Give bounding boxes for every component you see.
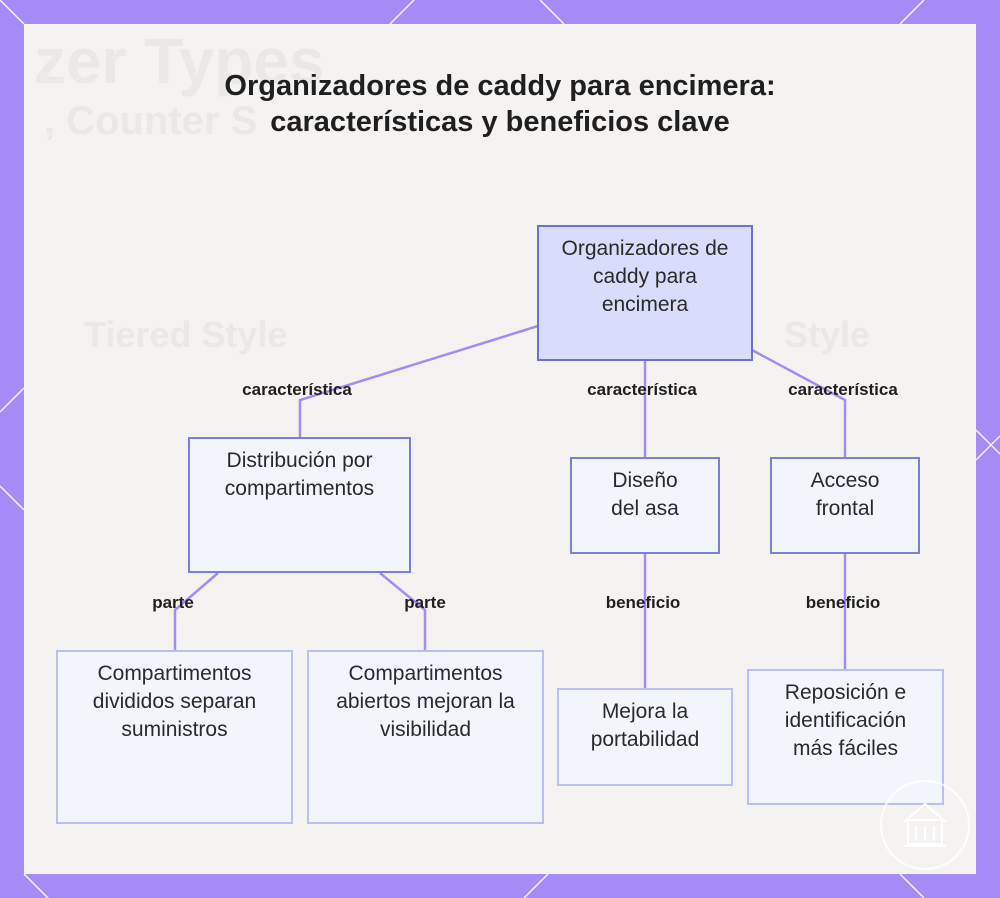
edge-label-root-front: característica bbox=[788, 380, 898, 399]
node-handle: Diseño del asa bbox=[570, 457, 720, 554]
edge-label-compartments-open: parte bbox=[404, 593, 446, 612]
node-front: Acceso frontal bbox=[770, 457, 920, 554]
background-watermark: Style bbox=[784, 314, 871, 355]
watermark-badge bbox=[880, 780, 970, 870]
edge-label-root-handle: característica bbox=[587, 380, 697, 399]
node-compartments: Distribución por compartimentos bbox=[188, 437, 411, 573]
edge-label-handle-portability: beneficio bbox=[605, 593, 681, 612]
edge-label-front-restock: beneficio bbox=[805, 593, 881, 612]
node-root: Organizadores de caddy para encimera bbox=[537, 225, 753, 361]
background-watermark: , Counter S bbox=[44, 99, 258, 143]
node-open: Compartimentos abiertos mejoran la visib… bbox=[307, 650, 544, 824]
background-watermark: zer Types bbox=[34, 25, 325, 97]
building-icon bbox=[903, 802, 947, 847]
edge-label-compartments-divided: parte bbox=[152, 593, 194, 612]
edge-label-root-compartments: característica bbox=[242, 380, 352, 399]
diagram-title: Organizadores de caddy para encimera: ca… bbox=[224, 70, 776, 138]
node-divided: Compartimentos divididos separan suminis… bbox=[56, 650, 293, 824]
background-watermark: Tiered Style bbox=[84, 314, 288, 355]
node-portability: Mejora la portabilidad bbox=[557, 688, 733, 786]
node-restock: Reposición e identificación más fáciles bbox=[747, 669, 944, 805]
